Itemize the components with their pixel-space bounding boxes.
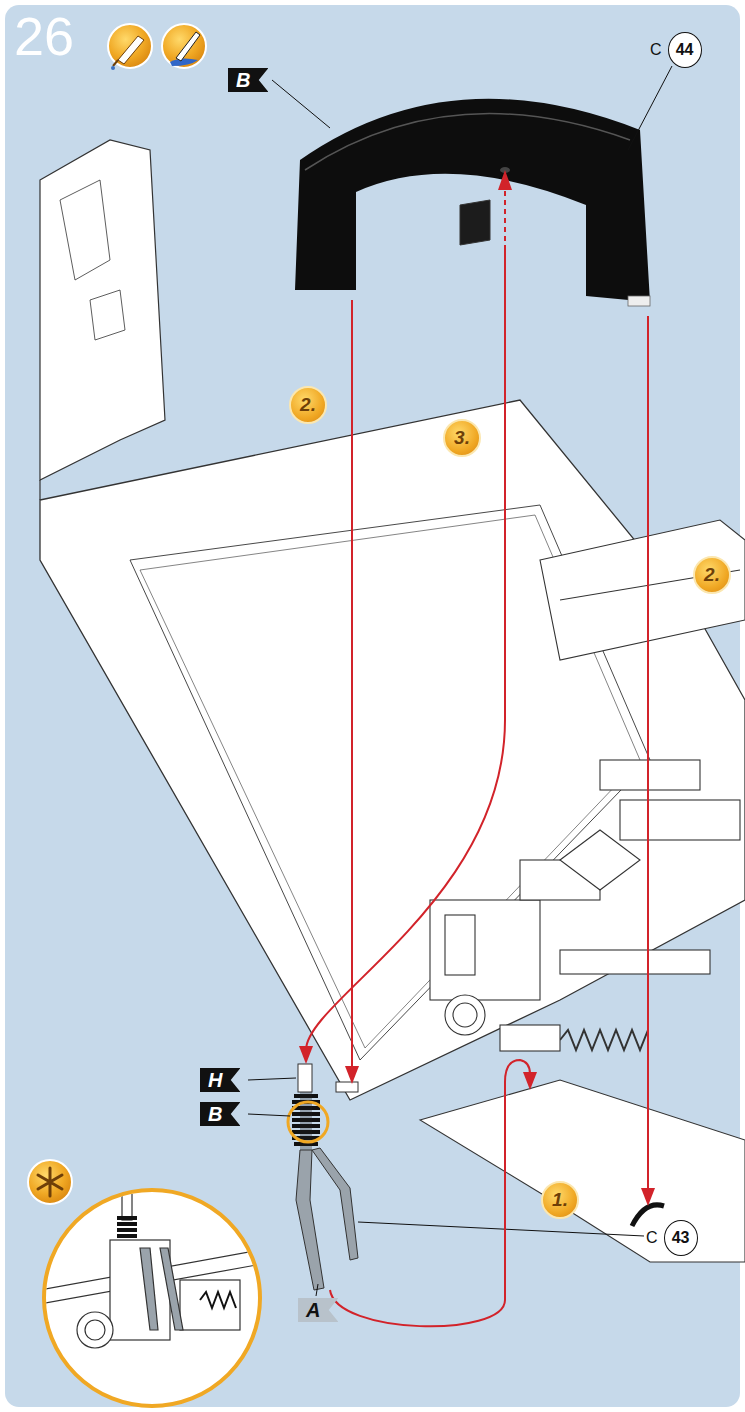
step-number: 26 <box>14 4 74 68</box>
drawing-rect <box>445 915 475 975</box>
drawing-path <box>420 1080 745 1262</box>
drawing-circle <box>108 24 152 68</box>
drawing-polygon <box>498 170 512 190</box>
drawing-path <box>200 1292 236 1308</box>
drawing-rect <box>298 1064 312 1092</box>
leader-lines <box>248 66 672 1296</box>
sprue-letter: C <box>650 41 662 59</box>
drawing-path <box>306 250 505 1050</box>
drawing-rect <box>600 760 700 790</box>
drawing-path <box>40 400 745 1100</box>
drawing-path <box>90 290 125 340</box>
drawing-path <box>176 32 200 61</box>
drawing-path <box>296 1150 324 1290</box>
step-badge: 3. <box>443 419 481 457</box>
drawing-path <box>330 1060 530 1326</box>
drawing-path <box>305 114 630 170</box>
drawing-path <box>295 99 650 302</box>
drawing-path <box>40 140 165 480</box>
drawing-circle <box>288 1102 328 1142</box>
step-label: 2. <box>300 394 316 416</box>
drawing-path <box>140 1248 158 1330</box>
step-label: 1. <box>552 1189 568 1211</box>
drawing-circle <box>85 1320 105 1340</box>
drawing-circle <box>162 24 206 68</box>
drawing-polygon <box>299 1046 313 1064</box>
part-callout: C 44 <box>650 32 702 68</box>
arrow-heads <box>299 170 655 1206</box>
step-badge: 2. <box>289 386 327 424</box>
drawing-path <box>113 60 118 66</box>
step-badge: 2. <box>693 556 731 594</box>
drawing-circle <box>44 1190 260 1406</box>
part-letter: A <box>306 1299 320 1321</box>
fender-part <box>295 99 650 306</box>
drawing-rect <box>500 1025 560 1051</box>
drawing-path <box>358 1222 644 1236</box>
shock-absorber <box>292 1064 358 1290</box>
paint-icon <box>162 24 206 68</box>
drawing-polygon <box>523 1072 537 1090</box>
drawing-circle <box>77 1312 113 1348</box>
glue-icon <box>108 24 152 70</box>
drawing-rect <box>180 1280 240 1330</box>
drawing-path <box>160 1248 183 1330</box>
part-letter: H <box>208 1069 222 1091</box>
drawing-circle <box>28 1160 72 1204</box>
drawing-path <box>248 1078 296 1080</box>
drawing-path <box>540 520 745 660</box>
drawing-rect <box>122 1180 132 1220</box>
drawing-path <box>60 180 110 280</box>
drawing-circle <box>453 1003 477 1027</box>
front-suspension <box>420 520 745 1262</box>
drawing-rect <box>628 296 650 306</box>
drawing-path <box>647 316 649 1192</box>
drawing-path <box>39 480 40 500</box>
drawing-path <box>460 200 490 245</box>
drawing-g <box>40 1180 262 1348</box>
drawing-rect <box>430 900 540 1000</box>
drawing-rect <box>560 950 710 974</box>
drawing-rect <box>336 1082 358 1092</box>
drawing-path <box>504 186 506 250</box>
step-badge: 1. <box>541 1181 579 1219</box>
part-letter: B <box>236 69 250 91</box>
drawing-path <box>316 1284 318 1296</box>
callout-number: 43 <box>664 1220 698 1256</box>
detail-symbol <box>28 1160 72 1204</box>
drawing-path <box>560 1030 648 1050</box>
sprue-letter: C <box>646 1229 658 1247</box>
part-letter: B <box>208 1103 222 1125</box>
drawing-circle <box>445 995 485 1035</box>
drawing-path <box>312 1148 358 1260</box>
step-label: 3. <box>454 427 470 449</box>
detail-magnifier <box>40 1102 328 1406</box>
floor-pan <box>40 400 745 1100</box>
callout-number: 44 <box>668 32 702 68</box>
drawing-circle <box>111 66 115 70</box>
assembly-arrows <box>306 186 648 1326</box>
drawing-path <box>272 80 330 128</box>
drawing-path <box>117 1218 137 1236</box>
drawing-rect <box>620 800 740 840</box>
drawing-path <box>351 300 353 1070</box>
drawing-path <box>248 1114 290 1116</box>
drawing-path <box>38 1168 62 1196</box>
drawing-path <box>170 58 198 66</box>
drawing-polygon <box>345 1066 359 1084</box>
drawing-polygon <box>641 1188 655 1206</box>
drawing-path <box>118 36 144 64</box>
drawing-path <box>632 1205 664 1226</box>
part-callout: C 43 <box>646 1220 698 1256</box>
step-label: 2. <box>704 564 720 586</box>
side-wall <box>40 140 165 480</box>
drawing-path <box>628 66 672 150</box>
